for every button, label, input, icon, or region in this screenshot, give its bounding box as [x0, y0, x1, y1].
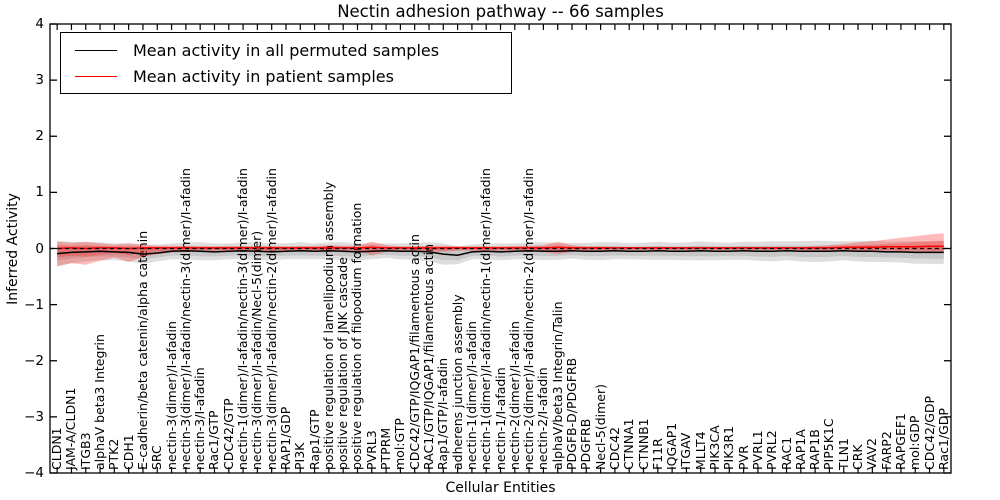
y-tick-label: −1 [24, 296, 44, 313]
x-tick-label: E-cadherin/beta catenin/alpha catenin [134, 230, 150, 470]
x-tick-label: PDGFB-D/PDGFRB [564, 357, 579, 470]
legend-line-swatch [75, 75, 117, 77]
legend-label: Mean activity in patient samples [133, 66, 394, 86]
x-tick-label: nectin-3(dimer)/I-afadin/nectin-2(dimer)… [263, 168, 279, 470]
x-tick-label: alphaV beta3 Integrin [92, 334, 108, 470]
x-tick-label: PTPRM [378, 427, 394, 470]
x-tick-label: nectin-2(dimer)/I-afadin [506, 321, 522, 470]
x-tick-label: positive regulation of JNK cascade [335, 257, 351, 470]
x-tick-label: PIK3R1 [721, 425, 737, 470]
x-tick-label: CDH1 [120, 434, 136, 470]
x-tick-label: nectin-2/I-afadin [535, 367, 551, 470]
x-tick-label: nectin-3(dimer)/I-afadin [163, 321, 179, 470]
x-tick-label: VAV2 [864, 437, 880, 470]
x-tick-label: PIK3CA [707, 425, 723, 470]
x-tick-label: FARP2 [878, 431, 894, 470]
x-tick-label: MLLT4 [692, 431, 708, 470]
x-tick-label: nectin-2(dimer)/I-afadin/nectin-2(dimer)… [521, 168, 537, 470]
x-tick-label: PI3K [292, 442, 308, 470]
x-tick-label: PVRL1 [749, 430, 765, 470]
x-tick-label: positive regulation of lamellipodium ass… [320, 181, 336, 470]
x-tick-label: ITGAV [678, 432, 694, 470]
x-tick-label: CRK [850, 444, 866, 470]
x-tick-label: CDC42/GTP [220, 398, 236, 470]
x-tick-label: nectin-3/I-afadin [192, 367, 208, 470]
x-tick-label: RAC1 [778, 436, 794, 470]
x-tick-label: RAP1B [807, 429, 823, 470]
x-tick-label: JAM-A/CLDN1 [63, 387, 79, 470]
x-tick-label: nectin-3(dimer)/I-afadin/nectin-3(dimer)… [177, 168, 193, 470]
legend-label: Mean activity in all permuted samples [133, 40, 440, 60]
x-tick-label: CTNNA1 [621, 418, 637, 470]
x-tick-label: Rap1/GTP/I-afadin [435, 357, 451, 470]
x-tick-label: nectin-1/I-afadin [492, 367, 508, 470]
x-axis-label: Cellular Entities [445, 480, 556, 496]
y-tick-label: −3 [24, 408, 44, 425]
page-title: Nectin adhesion pathway -- 66 samples [337, 2, 664, 21]
x-tick-label: CTNNB1 [635, 418, 651, 470]
x-tick-label: positive regulation of filopodium format… [349, 202, 365, 470]
x-tick-label: F11R [649, 438, 665, 470]
x-tick-label: nectin-1(dimer)/I-afadin [463, 321, 479, 470]
legend-entry: Mean activity in all permuted samples [75, 37, 511, 63]
legend-entry: Mean activity in patient samples [75, 63, 511, 89]
x-tick-label: mol:GTP [392, 418, 408, 470]
x-tick-label: PVRL3 [363, 430, 379, 470]
x-tick-label: RAP1A [792, 429, 808, 470]
y-tick-label: 1 [35, 184, 44, 201]
x-tick-label: ITGB3 [77, 432, 93, 470]
y-tick-label: 0 [35, 240, 44, 257]
x-tick-label: CDC42/GDP [921, 395, 937, 470]
x-tick-label: RAP1/GDP [277, 406, 293, 470]
x-tick-label: IQGAP1 [664, 422, 680, 470]
x-tick-label: CLDN1 [49, 427, 65, 470]
x-tick-label: mol:GDP [907, 415, 923, 470]
x-tick-label: SRC [149, 445, 165, 470]
x-tick-label: Rap1/GTP [306, 409, 322, 470]
x-tick-label: PIP5K1C [821, 418, 837, 470]
x-tick-label: PDGFRB [578, 418, 594, 470]
y-tick-label: 4 [35, 16, 44, 32]
x-tick-label: RAC1/GTP/IQGAP1/filamentous actin [420, 243, 436, 470]
x-tick-label: RAPGEF1 [892, 413, 908, 470]
x-tick-label: Rac1/GDP [935, 408, 951, 470]
x-tick-label: CDC42 [606, 427, 622, 470]
x-tick-label: alphaV/beta3 Integrin/Talin [549, 301, 565, 471]
x-tick-label: nectin-1(dimer)/I-afadin/nectin-3(dimer)… [235, 168, 251, 470]
x-tick-label: TLN1 [835, 438, 851, 470]
y-tick-label: 3 [35, 72, 44, 89]
y-tick-label: −2 [24, 352, 44, 369]
x-tick-label: adherens junction assembly [449, 294, 465, 470]
x-tick-label: Rac1/GTP [206, 410, 222, 470]
legend-line-swatch [75, 49, 117, 51]
x-tick-label: CDC42/GTP/IQGAP1/filamentous actin [406, 234, 422, 470]
x-tick-label: PVRL2 [764, 430, 780, 470]
x-tick-label: nectin-1(dimer)/I-afadin/nectin-1(dimer)… [478, 168, 494, 470]
y-tick-label: −4 [24, 465, 44, 481]
x-tick-label: Necl-5(dimer) [592, 383, 608, 470]
x-tick-label: PTK2 [106, 438, 122, 470]
y-tick-label: 2 [35, 128, 44, 145]
x-tick-label: nectin-3(dimer)/I-afadin/Necl-5(dimer) [249, 230, 265, 470]
x-tick-label: PVR [735, 445, 751, 470]
